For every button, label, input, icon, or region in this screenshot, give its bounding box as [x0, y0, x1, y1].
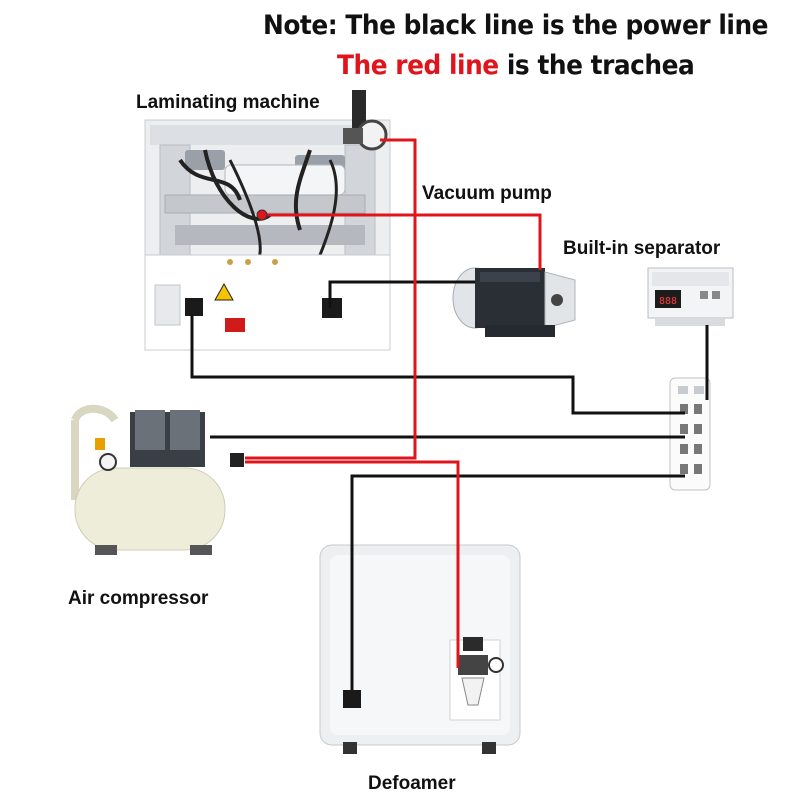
- label-air-compressor: Air compressor: [68, 588, 209, 609]
- power-line-laminating-machine: [190, 315, 685, 415]
- svg-text:888: 888: [659, 296, 677, 307]
- trachea-laminating-to-vacuum-pump: [262, 213, 542, 270]
- label-vacuum-pump: Vacuum pump: [422, 183, 552, 204]
- air-compressor: [71, 404, 226, 555]
- compressor-fitting: [230, 453, 244, 467]
- power-line-vacuum-pump: [328, 280, 475, 308]
- label-built-in-separator: Built-in separator: [563, 238, 721, 259]
- note-trachea-rest-text: is the trachea: [498, 50, 695, 81]
- trachea-regulator-loop: [245, 138, 417, 460]
- defoamer: [319, 544, 521, 754]
- laminating-machine: [144, 90, 391, 351]
- note-power-line: Note: The black line is the power line: [263, 10, 769, 41]
- power-strip: [669, 377, 711, 491]
- built-in-separator: 888: [647, 267, 734, 326]
- power-line-defoamer: [350, 474, 685, 690]
- label-defoamer: Defoamer: [368, 773, 456, 794]
- label-laminating-machine: Laminating machine: [136, 92, 320, 113]
- note-trachea-red-text: The red line: [337, 50, 499, 81]
- trachea-compressor-to-defoamer: [245, 460, 460, 668]
- vacuum-pump: [452, 267, 576, 337]
- note-trachea: The red line is the trachea: [337, 50, 695, 81]
- power-lines: [190, 280, 709, 690]
- trachea-lines: [245, 138, 542, 668]
